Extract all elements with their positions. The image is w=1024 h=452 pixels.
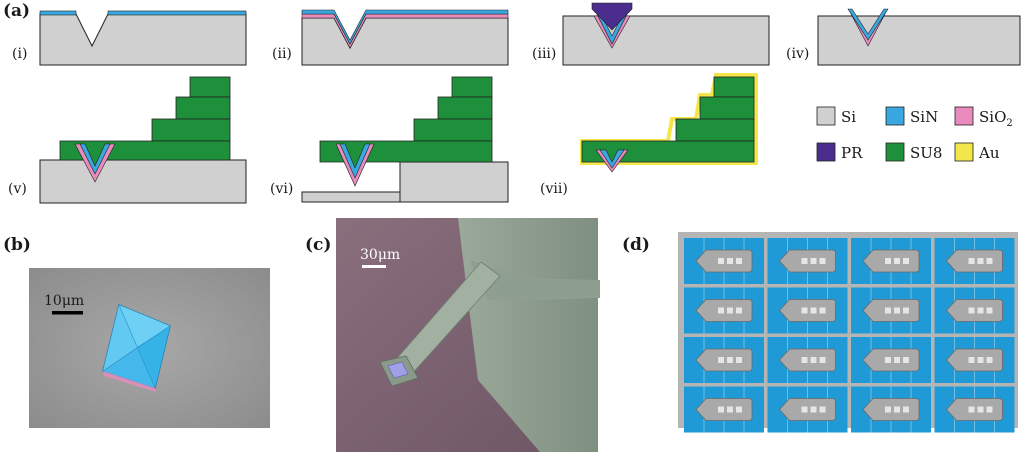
legend-swatch-sio2 xyxy=(954,106,974,126)
legend-label-sin: SiN xyxy=(910,108,938,126)
step-iv: (iv) xyxy=(786,8,1021,66)
tip-pyramid-c xyxy=(387,361,409,379)
array-cell xyxy=(851,337,931,383)
panel-label-b: (b) xyxy=(3,235,31,255)
array-cell xyxy=(684,337,764,383)
step-vii: (vii) xyxy=(540,73,758,197)
step-label-iv: (iv) xyxy=(786,46,809,62)
legend-swatch-si xyxy=(816,106,836,126)
step-label-i: (i) xyxy=(12,46,27,62)
step-ii: (ii) xyxy=(272,9,509,66)
array-cell xyxy=(684,238,764,284)
array-cell xyxy=(851,287,931,334)
step-label-iii: (iii) xyxy=(532,46,556,62)
panel-label-c: (c) xyxy=(305,235,331,255)
array-cell xyxy=(851,386,931,433)
step-i: (i) xyxy=(12,10,247,66)
scalebar-label-c: 30μm xyxy=(360,247,400,263)
panel-label-a: (a) xyxy=(3,1,30,21)
scalebar-label-b: 10μm xyxy=(44,293,84,309)
step-iii: (iii) xyxy=(532,2,770,66)
array-cell xyxy=(934,386,1015,433)
array-cell xyxy=(934,238,1015,284)
legend-label-pr: PR xyxy=(841,144,863,162)
legend-swatch-sin xyxy=(885,106,905,126)
array-cell xyxy=(684,386,764,433)
array-cell xyxy=(851,238,931,284)
legend-swatch-au xyxy=(954,142,974,162)
panel-label-d: (d) xyxy=(622,235,650,255)
step-label-ii: (ii) xyxy=(272,46,292,62)
wafer-array-image xyxy=(678,232,1018,433)
sem-image-b: 10μm xyxy=(29,268,270,428)
step-vi: (vi) xyxy=(270,76,509,203)
legend-label-sio2: SiO2 xyxy=(979,108,1013,129)
legend-swatch-pr xyxy=(816,142,836,162)
legend: Si SiN SiO2 PR SU8 Au xyxy=(816,106,1013,162)
array-cell xyxy=(767,337,848,383)
sem-image-c: 30μm xyxy=(336,218,600,452)
legend-swatch-su8 xyxy=(885,142,905,162)
legend-label-au: Au xyxy=(978,144,1000,162)
scalebar-c xyxy=(362,265,386,268)
legend-label-su8: SU8 xyxy=(910,144,942,162)
scalebar-b xyxy=(52,311,83,315)
array-cell xyxy=(684,287,764,334)
step-label-vii: (vii) xyxy=(540,181,568,197)
array-cell xyxy=(934,287,1015,334)
pyramid-tip xyxy=(102,303,171,392)
array-cell xyxy=(767,238,848,284)
array-cell xyxy=(767,287,848,334)
array-cell xyxy=(934,337,1015,383)
chip-edge xyxy=(470,260,600,300)
array-cell xyxy=(767,386,848,433)
step-label-vi: (vi) xyxy=(270,181,293,197)
step-label-v: (v) xyxy=(8,181,27,197)
legend-label-si: Si xyxy=(841,108,856,126)
step-v: (v) xyxy=(8,76,247,204)
